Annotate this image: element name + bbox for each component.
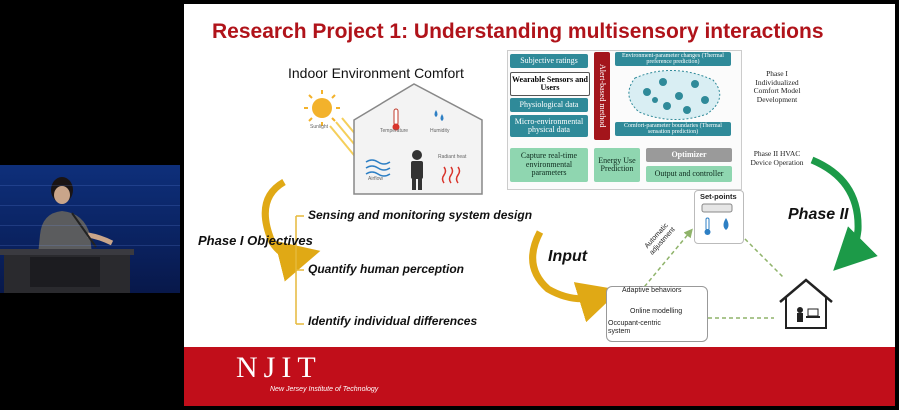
speaker-figure <box>0 177 134 293</box>
setpoint-icons <box>701 203 733 235</box>
capture-parameters-box: Capture real-time environmental paramete… <box>510 148 588 182</box>
airflow-label: Airflow <box>368 176 384 182</box>
input-physiological-data: Physiological data <box>510 98 588 112</box>
njit-subtitle: New Jersey Institute of Technology <box>270 386 379 393</box>
thermometer-small-icon <box>704 217 711 235</box>
humidity-icon <box>434 110 444 121</box>
optimizer-box: Optimizer <box>646 148 732 162</box>
flow-arrows <box>261 156 878 325</box>
setpoints-label: Set-points <box>700 192 737 201</box>
airflow-icon <box>365 159 391 177</box>
humidity-label: Humidity <box>430 128 450 134</box>
phase1-description: Phase I Individualized Comfort Model Dev… <box>753 69 801 104</box>
temperature-label: Temperature <box>380 128 409 134</box>
ac-unit-icon <box>701 203 733 213</box>
droplet-small-icon <box>723 218 729 230</box>
input-wearable-sensors: Wearable Sensors and Users <box>510 72 590 96</box>
input-label: Input <box>548 248 588 265</box>
house-heading: Indoor Environment Comfort <box>288 65 464 81</box>
phase2-description: Phase II HVAC Device Operation <box>750 149 804 167</box>
input-subjective-ratings: Subjective ratings <box>510 54 588 68</box>
phase2-label: Phase II <box>788 206 849 223</box>
input-micro-environmental: Micro-environmental physical data <box>510 115 588 137</box>
adaptive-behaviors-text: Adaptive behaviors <box>622 287 682 294</box>
output-controller-box: Output and controller <box>646 166 732 182</box>
objective-identify: Identify individual differences <box>308 314 478 328</box>
objective-quantify: Quantify human perception <box>308 262 465 276</box>
occupant-icon <box>411 150 423 190</box>
presentation-slide: Research Project 1: Understanding multis… <box>184 4 895 406</box>
slide-footer: NJIT New Jersey Institute of Technology <box>184 347 895 406</box>
setpoints-device <box>694 190 744 244</box>
sunlight-label: Sunlight <box>310 124 329 130</box>
phase1-objectives-heading: Phase I Objectives <box>198 233 313 248</box>
environment-parameter-changes: Environment-parameter changes (Thermal p… <box>615 52 731 66</box>
radiant-heat-label: Radiant heat <box>438 154 467 160</box>
adaptive-system-box <box>606 286 708 342</box>
home-occupant-icon <box>779 278 833 329</box>
objective-sensing: Sensing and monitoring system design <box>308 208 533 222</box>
radiant-heat-icon <box>441 166 461 184</box>
speaker-video-panel <box>0 165 180 293</box>
clustering-graphic <box>628 70 721 120</box>
energy-use-prediction-box: Energy Use Prediction <box>594 148 640 182</box>
thermometer-icon <box>392 108 400 131</box>
comfort-parameter-boundaries: Comfort-parameter boundaries (Thermal se… <box>615 122 731 136</box>
house-diagram <box>304 83 483 195</box>
alert-based-method: Alert-based method <box>594 52 610 140</box>
slide-title: Research Project 1: Understanding multis… <box>212 20 824 43</box>
njit-logo: NJIT <box>236 351 322 384</box>
occupant-centric-text: Occupant-centric system <box>608 320 661 335</box>
sun-icon <box>304 90 340 126</box>
online-modelling-text: Online modelling <box>630 308 683 315</box>
